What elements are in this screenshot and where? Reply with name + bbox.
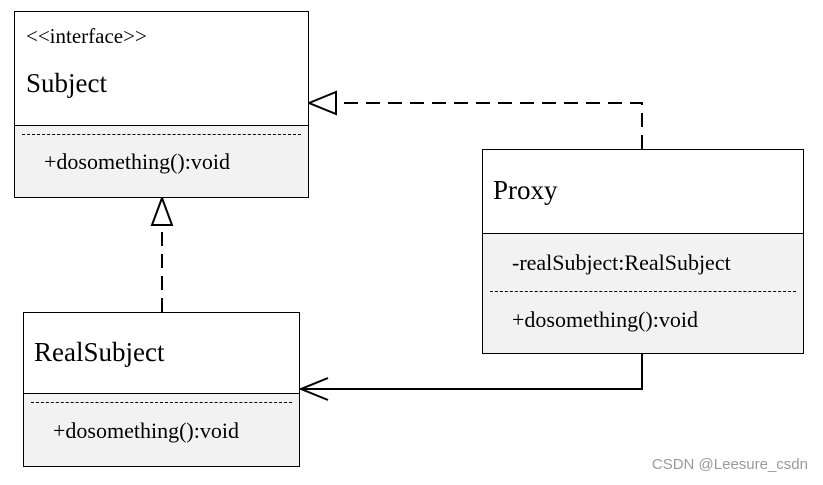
class-subject-methods: +dosomething():void xyxy=(15,125,308,197)
class-proxy[interactable]: Proxy -realSubject:RealSubject +dosometh… xyxy=(482,149,804,354)
compartment-divider xyxy=(22,134,301,135)
proxy-realization-arrowhead xyxy=(306,90,337,116)
realsubject-realization-arrowhead xyxy=(150,195,174,226)
class-realsubject-header: RealSubject xyxy=(24,313,299,395)
class-name: Proxy xyxy=(493,175,558,205)
compartment-divider xyxy=(31,402,292,403)
method-dosomething: +dosomething():void xyxy=(512,307,698,332)
association-arrowhead xyxy=(298,377,329,401)
class-subject-header: <<interface>> Subject xyxy=(15,12,308,126)
watermark: CSDN @Leesure_csdn xyxy=(651,456,808,473)
class-realsubject-methods: +dosomething():void xyxy=(24,393,299,466)
proxy-association-line xyxy=(301,353,643,390)
class-proxy-header: Proxy xyxy=(483,150,803,235)
class-name: Subject xyxy=(26,68,107,98)
class-proxy-members: -realSubject:RealSubject +dosomething():… xyxy=(483,233,803,353)
method-dosomething: +dosomething():void xyxy=(44,149,230,174)
proxy-realizes-subject-line xyxy=(336,102,643,149)
attribute-realsubject: -realSubject:RealSubject xyxy=(512,250,731,275)
compartment-divider xyxy=(490,291,796,292)
class-subject[interactable]: <<interface>> Subject +dosomething():voi… xyxy=(14,11,309,198)
method-dosomething: +dosomething():void xyxy=(53,418,239,443)
class-name: RealSubject xyxy=(34,337,165,367)
class-realsubject[interactable]: RealSubject +dosomething():void xyxy=(23,312,300,467)
stereotype-label: <<interface>> xyxy=(26,24,147,48)
